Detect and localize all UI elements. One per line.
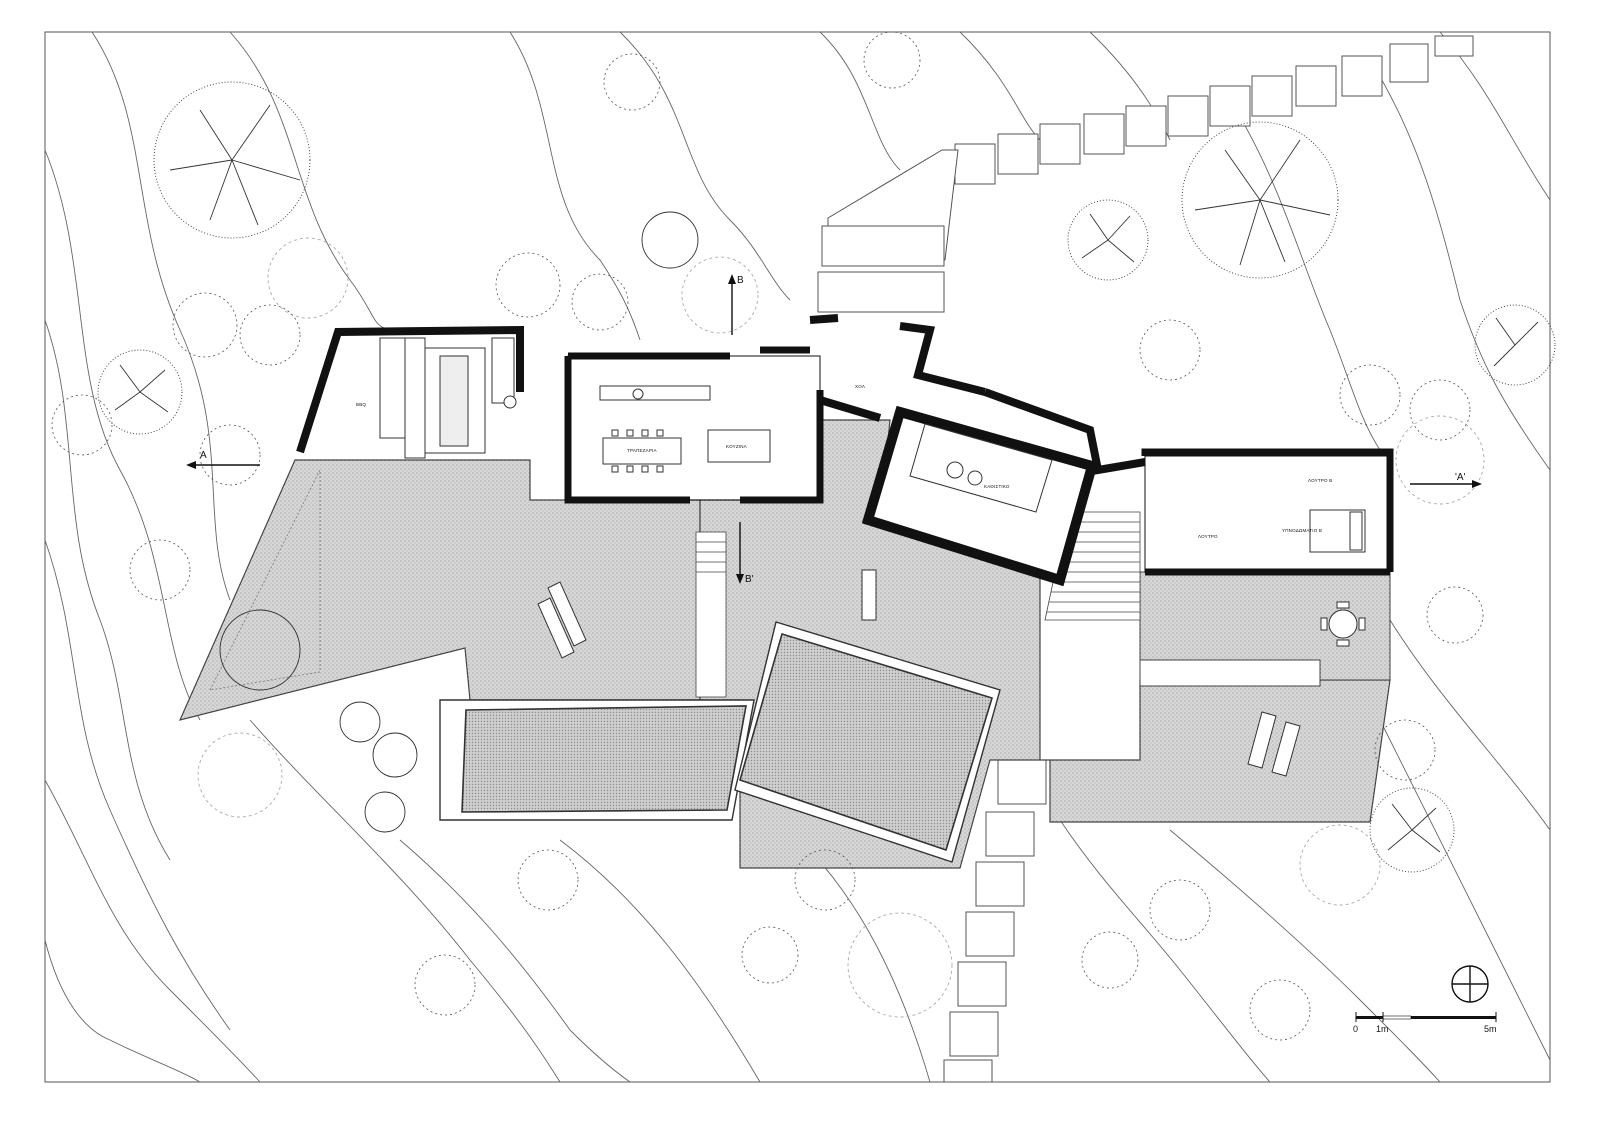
trees [97,81,1556,1018]
svg-text:A: A [200,450,207,461]
section-b-top: B [728,274,744,335]
bbq-counter [379,337,517,459]
outdoor-table [1320,601,1366,647]
label-bbq: BBQ [356,402,366,407]
section-a-left: A [186,450,260,469]
north-symbol [1451,965,1489,1003]
dining-table [602,429,682,473]
scale-bar: 0 1m 5m [1353,1012,1497,1034]
section-b-bottom: B' [736,522,754,585]
pool-east [734,621,1001,863]
svg-text:B': B' [745,574,754,585]
shrubs [51,31,1484,1041]
svg-text:'A': 'A' [1455,472,1466,483]
label-hall: ΧΟΛ [855,384,865,389]
bed [1309,509,1366,553]
label-bathroom-b: ΛΟΥΤΡΟ Β [1308,478,1332,483]
stepping-stones-south [943,759,1047,1083]
stair-terrace [695,531,727,698]
living-furniture [909,423,1053,513]
scale-end: 5m [1484,1024,1497,1034]
kitchen-island [599,385,771,463]
drawing-frame [44,31,1551,1083]
scale-start: 0 [1353,1024,1358,1034]
stepping-stones-north [817,35,1474,313]
section-a-right: 'A' [1410,472,1482,488]
label-kitchen: ΚΟΥΖΙΝΑ [726,444,747,449]
sun-loungers [537,569,1301,777]
label-dining: ΤΡΑΠΕΖΑΡΙΑ [627,448,657,453]
svg-text:B: B [737,275,744,286]
contour-lines [44,31,1551,1083]
scale-mid: 1m [1376,1024,1389,1034]
label-bedroom-b: ΥΠΝΟΔΩΜΑΤΙΟ Β [1282,528,1322,533]
pool-west [439,699,755,821]
label-living: ΚΑΘΙΣΤΙΚΟ [984,484,1010,489]
label-bathroom: ΛΟΥΤΡΟ [1198,534,1218,539]
